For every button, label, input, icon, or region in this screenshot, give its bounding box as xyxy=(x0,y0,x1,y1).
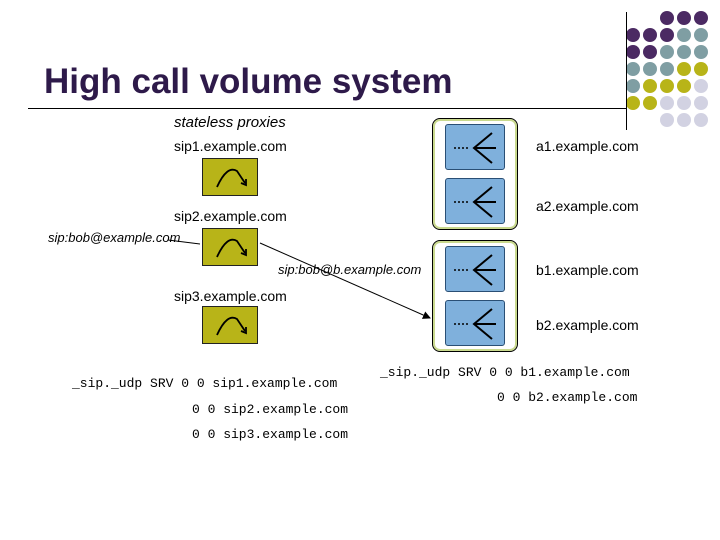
decorative-dot xyxy=(694,62,708,76)
server-fork-icon xyxy=(454,308,496,340)
decorative-dot xyxy=(660,79,674,93)
decorative-dot xyxy=(626,45,640,59)
decorative-dot-grid xyxy=(0,0,720,130)
decorative-dot xyxy=(626,28,640,42)
server-a2 xyxy=(445,178,505,224)
server-label-a1: a1.example.com xyxy=(536,138,639,154)
decorative-dot xyxy=(660,113,674,127)
server-label-b1: b1.example.com xyxy=(536,262,639,278)
proxy-label-sip2: sip2.example.com xyxy=(174,208,287,224)
stateless-proxies-label: stateless proxies xyxy=(174,114,286,131)
decorative-dot xyxy=(660,96,674,110)
server-b2 xyxy=(445,300,505,346)
server-label-a2: a2.example.com xyxy=(536,198,639,214)
decorative-dot xyxy=(694,45,708,59)
decorative-dot xyxy=(677,28,691,42)
decorative-dot xyxy=(643,62,657,76)
srv-right-line-1: _sip._udp SRV 0 0 b1.example.com xyxy=(380,365,630,380)
proxy-label-sip3: sip3.example.com xyxy=(174,288,287,304)
server-fork-icon xyxy=(454,186,496,218)
decorative-dot xyxy=(694,96,708,110)
server-fork-icon xyxy=(454,132,496,164)
srv-right-line-2: 0 0 b2.example.com xyxy=(497,390,638,405)
request-uri-proxy: sip:bob@b.example.com xyxy=(278,262,422,277)
proxy-route-icon xyxy=(216,316,247,336)
decorative-dot xyxy=(677,45,691,59)
decorative-dot xyxy=(694,28,708,42)
proxy-route-icon xyxy=(216,168,247,188)
request-uri-client: sip:bob@example.com xyxy=(48,230,181,245)
proxy-route-icon xyxy=(216,238,247,258)
slide-title: High call volume system xyxy=(44,62,453,101)
srv-left-line-2: 0 0 sip2.example.com xyxy=(192,402,349,417)
decorative-dot xyxy=(694,113,708,127)
proxy-box-sip2 xyxy=(202,228,258,266)
proxy-to-server-line xyxy=(259,242,431,319)
decorative-dot xyxy=(643,79,657,93)
server-fork-icon xyxy=(454,254,496,286)
decorative-dot xyxy=(643,96,657,110)
server-a1 xyxy=(445,124,505,170)
decorative-dot xyxy=(677,113,691,127)
proxy-box-sip3 xyxy=(202,306,258,344)
server-b1 xyxy=(445,246,505,292)
server-group-a xyxy=(432,118,518,230)
decorative-dot xyxy=(660,11,674,25)
decorative-dot xyxy=(626,79,640,93)
decorative-dot xyxy=(677,96,691,110)
proxy-box-sip1 xyxy=(202,158,258,196)
decorative-dot xyxy=(660,28,674,42)
srv-left-line-3: 0 0 sip3.example.com xyxy=(192,427,349,442)
decorative-dot xyxy=(626,62,640,76)
decorative-dot xyxy=(643,45,657,59)
decorative-dot xyxy=(694,11,708,25)
decorative-dot xyxy=(643,28,657,42)
decorative-dot xyxy=(677,62,691,76)
decorative-dot xyxy=(677,79,691,93)
proxy-label-sip1: sip1.example.com xyxy=(174,138,287,154)
decorative-dot xyxy=(677,11,691,25)
decorative-dot xyxy=(626,96,640,110)
client-to-proxy-line xyxy=(167,239,201,245)
vertical-rule xyxy=(626,12,627,130)
decorative-dot xyxy=(660,45,674,59)
server-label-b2: b2.example.com xyxy=(536,317,639,333)
decorative-dot xyxy=(694,79,708,93)
server-group-b xyxy=(432,240,518,352)
srv-left-line-1: _sip._udp SRV 0 0 sip1.example.com xyxy=(72,376,338,391)
decorative-dot xyxy=(660,62,674,76)
title-rule xyxy=(28,108,626,109)
